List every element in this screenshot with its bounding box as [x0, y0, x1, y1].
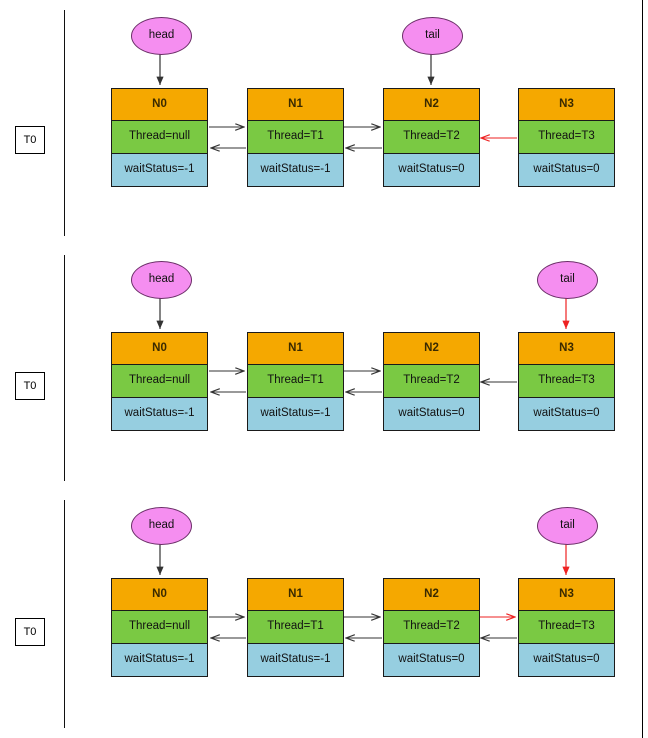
- node-name: N0: [112, 579, 207, 612]
- node-thread: Thread=T3: [519, 121, 614, 154]
- tail-pointer-label: tail: [425, 29, 440, 42]
- tail-pointer-panel-2: tail: [537, 261, 598, 299]
- node-thread: Thread=T1: [248, 121, 343, 154]
- node-n3-panel-1: N3 Thread=T3 waitStatus=0: [518, 88, 615, 187]
- node-name: N1: [248, 333, 343, 366]
- node-status: waitStatus=-1: [112, 153, 207, 186]
- node-status: waitStatus=0: [519, 643, 614, 676]
- node-status: waitStatus=-1: [112, 643, 207, 676]
- thread-marker-t0-panel-3: T0: [15, 618, 45, 646]
- head-pointer-panel-2: head: [131, 261, 192, 299]
- tail-pointer-label: tail: [560, 519, 575, 532]
- node-status: waitStatus=-1: [248, 643, 343, 676]
- node-status: waitStatus=0: [384, 397, 479, 430]
- node-status: waitStatus=-1: [248, 397, 343, 430]
- node-n2-panel-3: N2 Thread=T2 waitStatus=0: [383, 578, 480, 677]
- node-name: N3: [519, 89, 614, 122]
- node-name: N1: [248, 89, 343, 122]
- tail-pointer-label: tail: [560, 273, 575, 286]
- node-thread: Thread=T1: [248, 611, 343, 644]
- node-status: waitStatus=0: [519, 397, 614, 430]
- node-status: waitStatus=-1: [248, 153, 343, 186]
- node-name: N1: [248, 579, 343, 612]
- tail-pointer-panel-1: tail: [402, 17, 463, 55]
- node-thread: Thread=T2: [384, 121, 479, 154]
- node-thread: Thread=T2: [384, 365, 479, 398]
- node-n2-panel-1: N2 Thread=T2 waitStatus=0: [383, 88, 480, 187]
- node-n3-panel-2: N3 Thread=T3 waitStatus=0: [518, 332, 615, 431]
- panel-divider-3: [64, 500, 65, 728]
- node-name: N0: [112, 333, 207, 366]
- node-thread: Thread=null: [112, 611, 207, 644]
- thread-marker-label: T0: [23, 133, 37, 146]
- node-thread: Thread=null: [112, 365, 207, 398]
- node-status: waitStatus=0: [384, 153, 479, 186]
- node-thread: Thread=T2: [384, 611, 479, 644]
- node-n1-panel-1: N1 Thread=T1 waitStatus=-1: [247, 88, 344, 187]
- node-name: N2: [384, 579, 479, 612]
- panel-divider-1: [64, 10, 65, 236]
- node-name: N2: [384, 333, 479, 366]
- head-pointer-panel-1: head: [131, 17, 192, 55]
- node-status: waitStatus=-1: [112, 397, 207, 430]
- node-thread: Thread=T1: [248, 365, 343, 398]
- node-thread: Thread=null: [112, 121, 207, 154]
- node-name: N2: [384, 89, 479, 122]
- node-n2-panel-2: N2 Thread=T2 waitStatus=0: [383, 332, 480, 431]
- node-name: N0: [112, 89, 207, 122]
- node-n0-panel-3: N0 Thread=null waitStatus=-1: [111, 578, 208, 677]
- thread-marker-label: T0: [23, 625, 37, 638]
- panel-divider-2: [64, 255, 65, 481]
- node-n3-panel-3: N3 Thread=T3 waitStatus=0: [518, 578, 615, 677]
- node-thread: Thread=T3: [519, 611, 614, 644]
- head-pointer-panel-3: head: [131, 507, 192, 545]
- head-pointer-label: head: [148, 519, 175, 532]
- node-name: N3: [519, 579, 614, 612]
- node-status: waitStatus=0: [384, 643, 479, 676]
- thread-marker-label: T0: [23, 379, 37, 392]
- node-status: waitStatus=0: [519, 153, 614, 186]
- node-n1-panel-3: N1 Thread=T1 waitStatus=-1: [247, 578, 344, 677]
- node-n0-panel-2: N0 Thread=null waitStatus=-1: [111, 332, 208, 431]
- thread-marker-t0-panel-2: T0: [15, 372, 45, 400]
- tail-pointer-panel-3: tail: [537, 507, 598, 545]
- node-thread: Thread=T3: [519, 365, 614, 398]
- page-border-right: [642, 0, 643, 738]
- node-n1-panel-2: N1 Thread=T1 waitStatus=-1: [247, 332, 344, 431]
- head-pointer-label: head: [148, 29, 175, 42]
- head-pointer-label: head: [148, 273, 175, 286]
- node-n0-panel-1: N0 Thread=null waitStatus=-1: [111, 88, 208, 187]
- node-name: N3: [519, 333, 614, 366]
- thread-marker-t0-panel-1: T0: [15, 126, 45, 154]
